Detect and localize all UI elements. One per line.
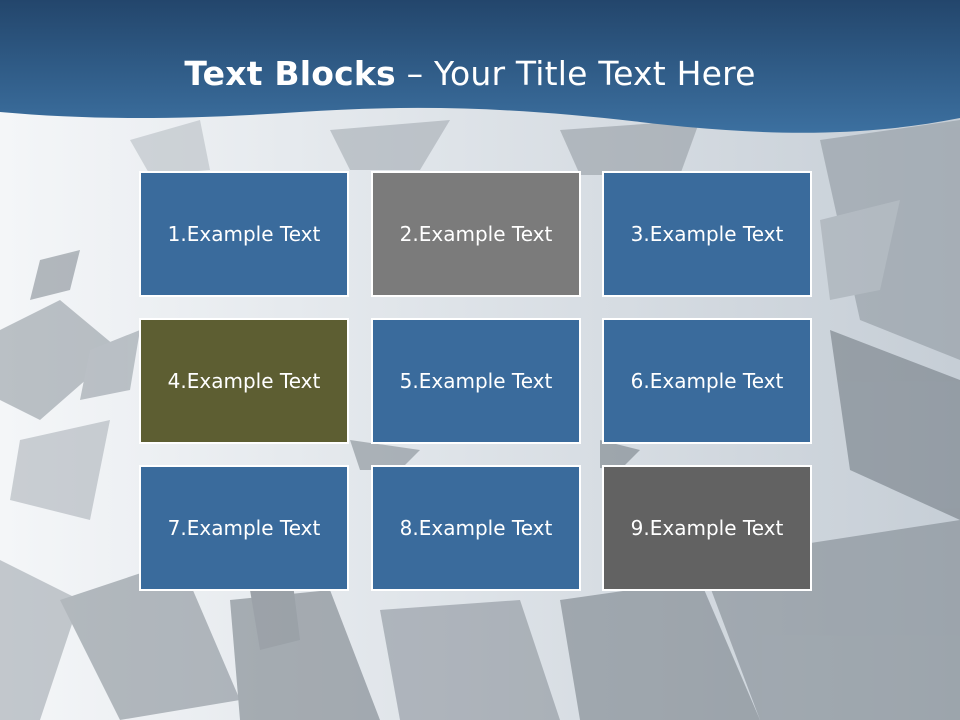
- text-block-1[interactable]: 1.Example Text: [139, 171, 349, 297]
- title-bold-part: Text Blocks: [184, 54, 396, 93]
- slide-title: Text Blocks – Your Title Text Here: [0, 52, 940, 96]
- text-block-5[interactable]: 5.Example Text: [371, 318, 581, 444]
- text-block-2[interactable]: 2.Example Text: [371, 171, 581, 297]
- text-block-9[interactable]: 9.Example Text: [602, 465, 812, 591]
- text-block-8[interactable]: 8.Example Text: [371, 465, 581, 591]
- text-block-6[interactable]: 6.Example Text: [602, 318, 812, 444]
- text-block-3[interactable]: 3.Example Text: [602, 171, 812, 297]
- text-block-7[interactable]: 7.Example Text: [139, 465, 349, 591]
- title-rest: Your Title Text Here: [433, 54, 756, 93]
- text-block-4[interactable]: 4.Example Text: [139, 318, 349, 444]
- title-separator: –: [395, 54, 434, 93]
